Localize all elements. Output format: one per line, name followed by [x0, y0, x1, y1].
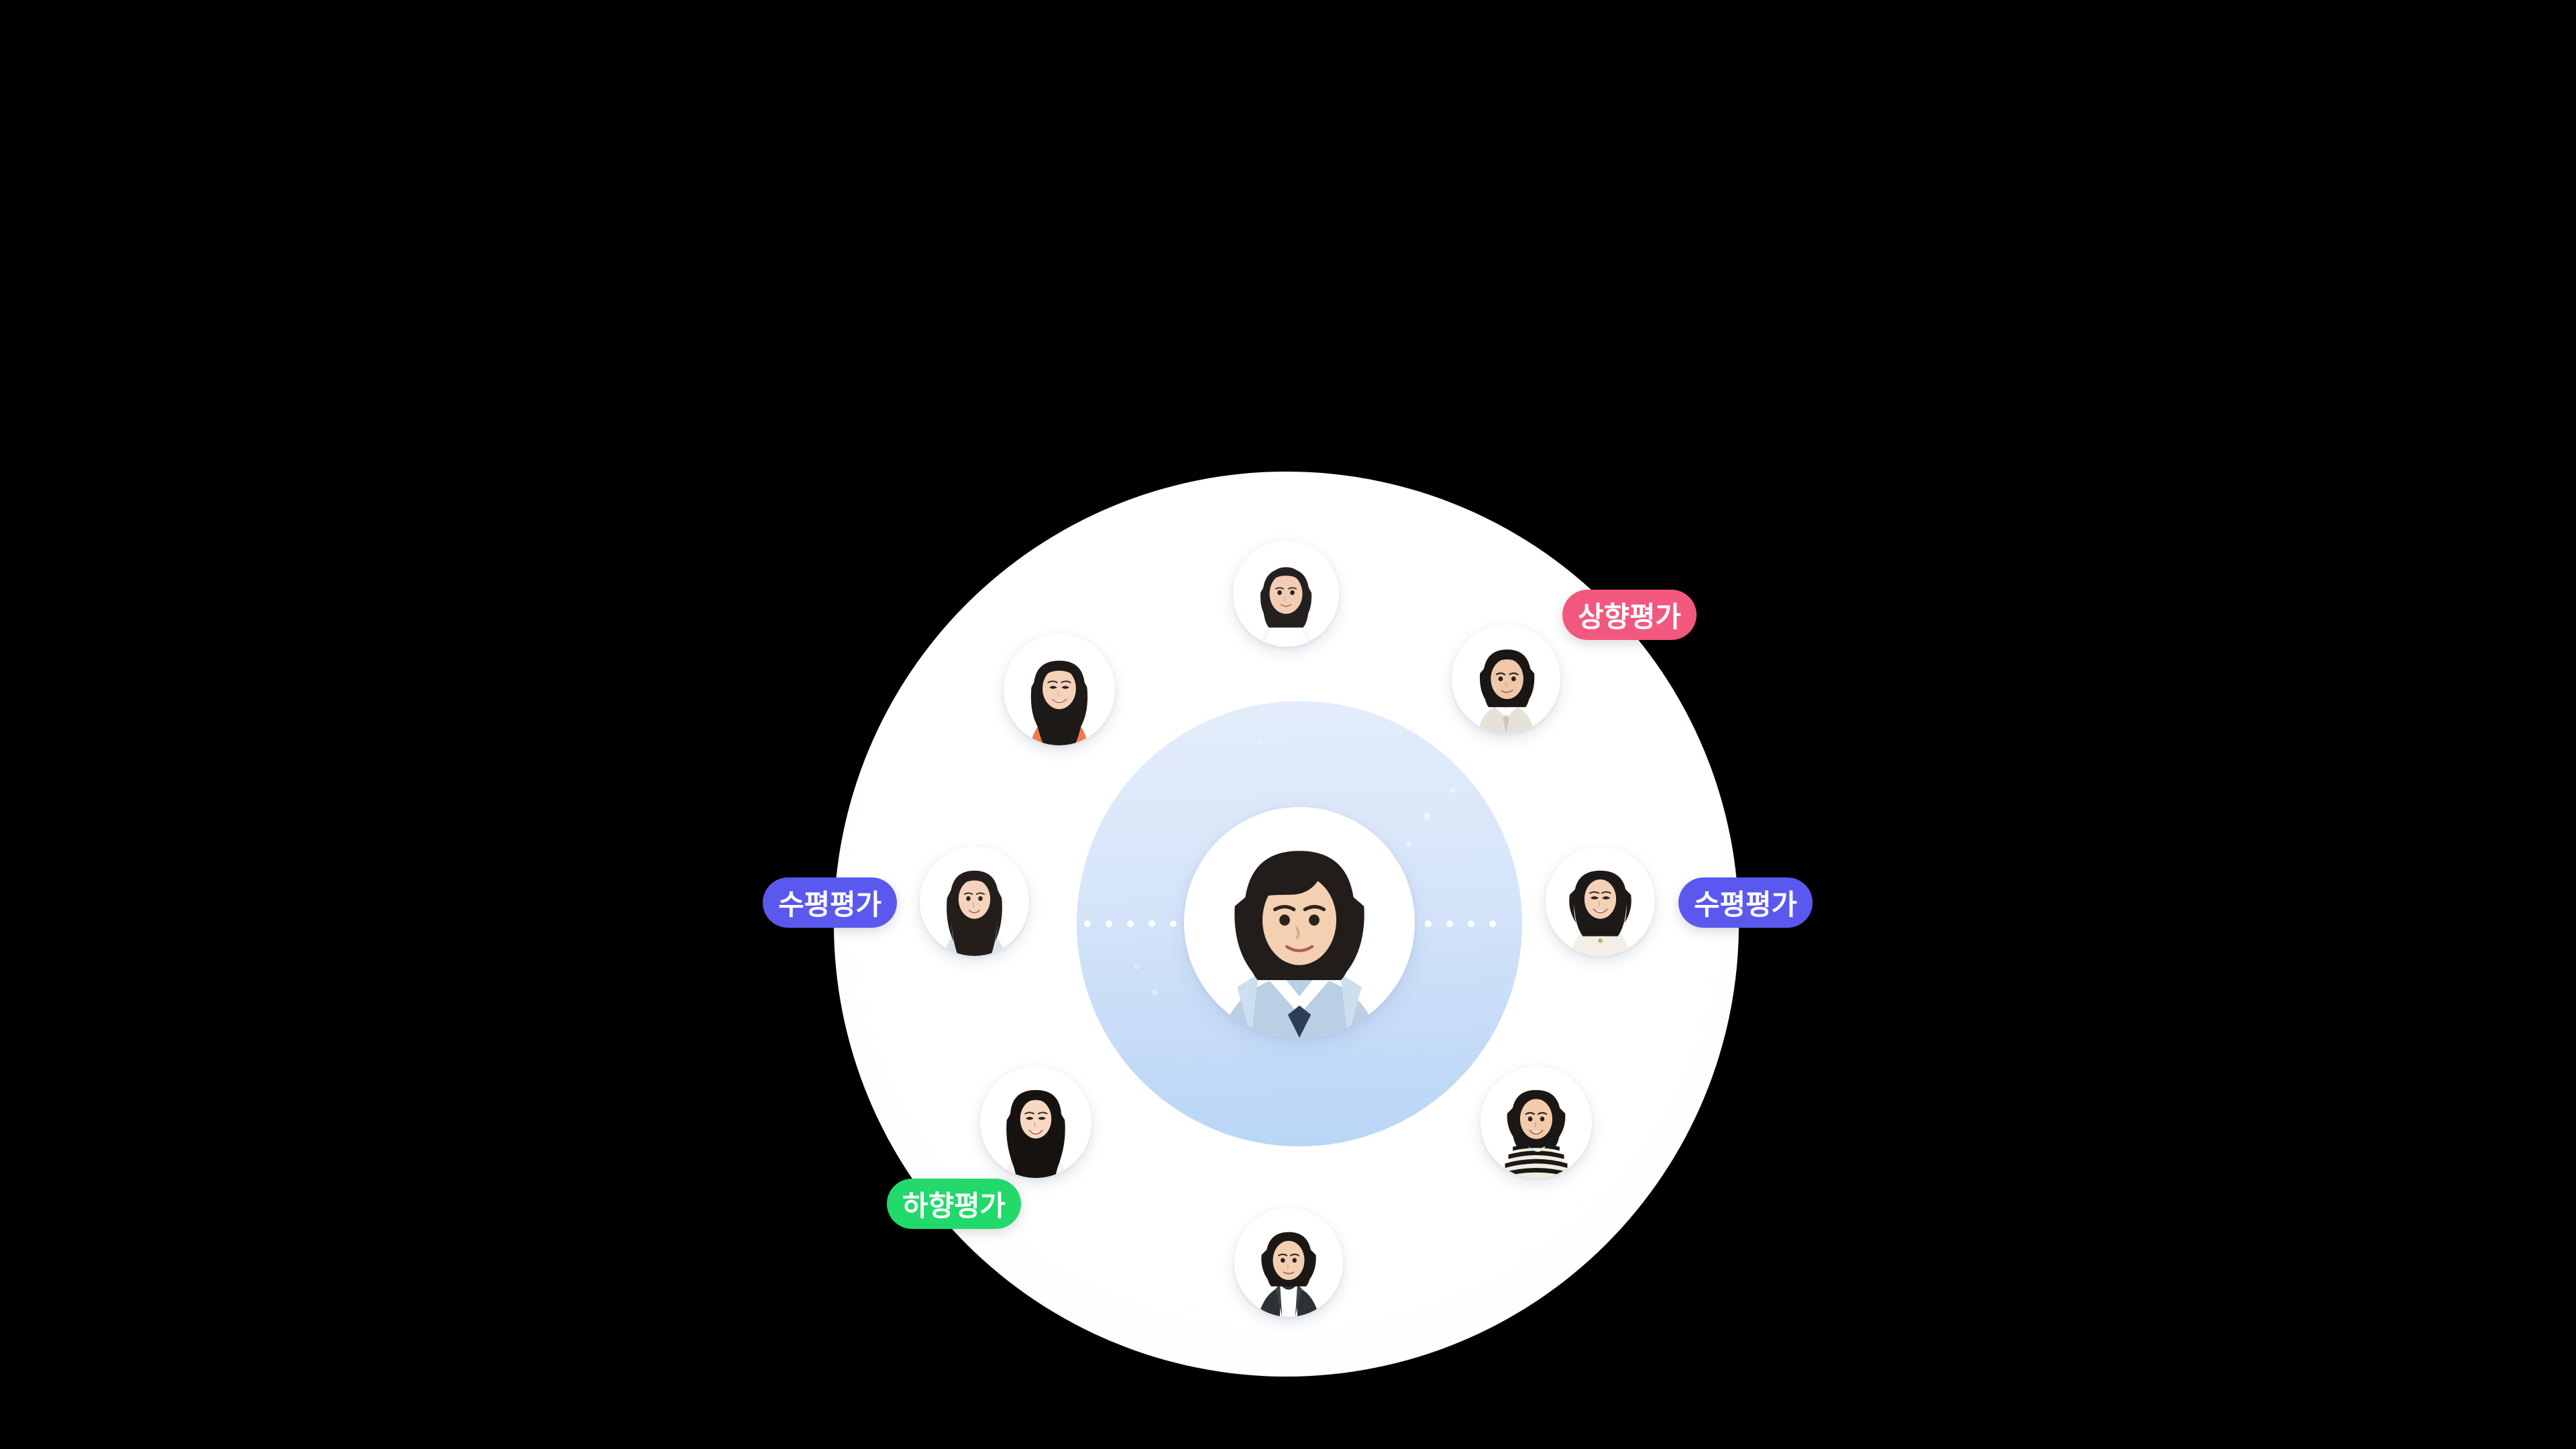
- label-upward-evaluation-text: 상향평가: [1578, 601, 1681, 633]
- label-peer-evaluation-right[interactable]: 수평평가: [1678, 877, 1813, 928]
- avatar-person-bottom-right[interactable]: [1481, 1067, 1592, 1178]
- ring-speckle-dot: [1423, 812, 1430, 820]
- avatar-person-top[interactable]: [1233, 541, 1339, 647]
- label-peer-evaluation-left[interactable]: 수평평가: [763, 877, 897, 928]
- avatar-person-left[interactable]: [920, 847, 1029, 956]
- ring-speckle-dot: [1450, 787, 1456, 793]
- label-upward-evaluation[interactable]: 상향평가: [1562, 590, 1697, 640]
- person-right-portrait: [1546, 847, 1655, 956]
- avatar-person-top-right[interactable]: [1452, 625, 1560, 733]
- avatar-person-bottom[interactable]: [1234, 1208, 1343, 1317]
- person-top-portrait: [1233, 541, 1339, 647]
- person-bottom-portrait: [1234, 1208, 1343, 1317]
- ring-speckle-dot: [1134, 964, 1140, 969]
- avatar-person-top-left[interactable]: [1004, 634, 1115, 745]
- connector-dots-left: [1084, 920, 1177, 927]
- ring-speckle-dot: [1405, 841, 1411, 847]
- center-avatar[interactable]: [1184, 807, 1415, 1038]
- label-peer-evaluation-left-text: 수평평가: [778, 889, 881, 920]
- person-bottom-right-portrait: [1481, 1067, 1592, 1178]
- person-top-right-portrait: [1452, 625, 1560, 733]
- center-person-portrait: [1184, 807, 1415, 1038]
- label-peer-evaluation-right-text: 수평평가: [1694, 889, 1797, 920]
- connector-dots-right: [1403, 920, 1496, 927]
- ring-speckle-dot: [1256, 740, 1262, 745]
- label-downward-evaluation-text: 하향평가: [902, 1190, 1006, 1222]
- ring-speckle-dot: [1152, 989, 1158, 996]
- person-top-left-portrait: [1004, 634, 1115, 745]
- person-left-portrait: [920, 847, 1029, 956]
- avatar-person-right[interactable]: [1546, 847, 1655, 956]
- avatar-person-bottom-left[interactable]: [980, 1067, 1091, 1178]
- label-downward-evaluation[interactable]: 하향평가: [887, 1179, 1021, 1229]
- person-bottom-left-portrait: [980, 1067, 1091, 1178]
